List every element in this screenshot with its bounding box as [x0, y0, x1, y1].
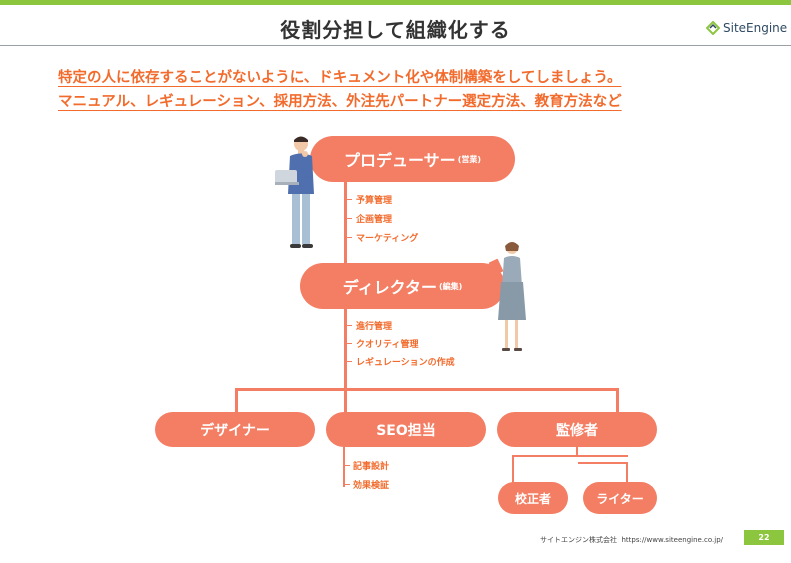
lead-text-2: マニュアル、レギュレーション、採用方法、外注先パートナー選定方法、教育方法など — [58, 94, 622, 110]
director-task-3: レギュレーションの作成 — [356, 358, 455, 368]
director-task-2: クオリティ管理 — [356, 340, 419, 350]
director-node: ディレクター(編集) — [300, 263, 505, 309]
logo-mark-icon — [706, 21, 720, 35]
branch-line — [235, 388, 619, 391]
top-accent-bar — [0, 0, 791, 5]
seo-node: SEO担当 — [326, 412, 486, 447]
tick — [345, 484, 350, 485]
tick — [347, 343, 352, 344]
writer-label: ライター — [596, 491, 644, 506]
lead-text-1: 特定の人に依存することがないように、ドキュメント化や体制構築をしてしましょう。 — [58, 70, 622, 86]
logo-text: SiteEngine — [723, 21, 788, 35]
producer-task-3: マーケティング — [356, 234, 419, 244]
tick — [347, 218, 352, 219]
proofreader-node: 校正者 — [498, 482, 568, 514]
proofreader-label: 校正者 — [514, 491, 551, 506]
producer-note: (営業) — [457, 154, 481, 164]
supervisor-node: 監修者 — [497, 412, 657, 447]
supervisor-sub-bar — [512, 455, 628, 457]
director-note: (編集) — [438, 281, 463, 291]
footer-text: サイトエンジン株式会社 https://www.siteengine.co.jp… — [540, 535, 723, 545]
supervisor-sub-trunk — [576, 445, 578, 457]
tick — [347, 325, 352, 326]
woman-with-tablet-illustration — [488, 242, 526, 351]
producer-label: プロデューサー — [344, 151, 456, 170]
designer-label: デザイナー — [200, 422, 270, 439]
writer-sub-bar — [578, 462, 628, 464]
seo-drop — [344, 388, 347, 413]
director-task-1: 進行管理 — [356, 322, 393, 332]
writer-drop — [626, 462, 628, 485]
siteengine-logo: SiteEngine — [706, 18, 787, 38]
tick — [345, 465, 350, 466]
page-number: 22 — [744, 530, 784, 545]
tick — [347, 199, 352, 200]
seo-task-1: 記事設計 — [353, 462, 390, 472]
writer-node: ライター — [583, 482, 657, 514]
seo-task-line — [343, 447, 345, 487]
header-divider — [0, 45, 791, 46]
producer-task-2: 企画管理 — [356, 215, 393, 225]
director-label: ディレクター — [342, 278, 437, 297]
producer-node: プロデューサー(営業) — [310, 136, 515, 182]
proofreader-drop — [512, 455, 514, 485]
footer-url: https://www.siteengine.co.jp/ — [621, 536, 724, 544]
seo-task-2: 効果検証 — [353, 481, 390, 491]
supervisor-drop — [616, 388, 619, 413]
designer-drop — [235, 388, 238, 413]
footer-company: サイトエンジン株式会社 — [540, 536, 617, 544]
tick — [347, 361, 352, 362]
man-with-laptop-illustration — [275, 136, 314, 248]
designer-node: デザイナー — [155, 412, 315, 447]
producer-task-1: 予算管理 — [356, 196, 393, 206]
page-title: 役割分担して組織化する — [280, 18, 511, 42]
seo-label: SEO担当 — [376, 422, 436, 439]
supervisor-label: 監修者 — [556, 422, 598, 439]
tick — [347, 237, 352, 238]
